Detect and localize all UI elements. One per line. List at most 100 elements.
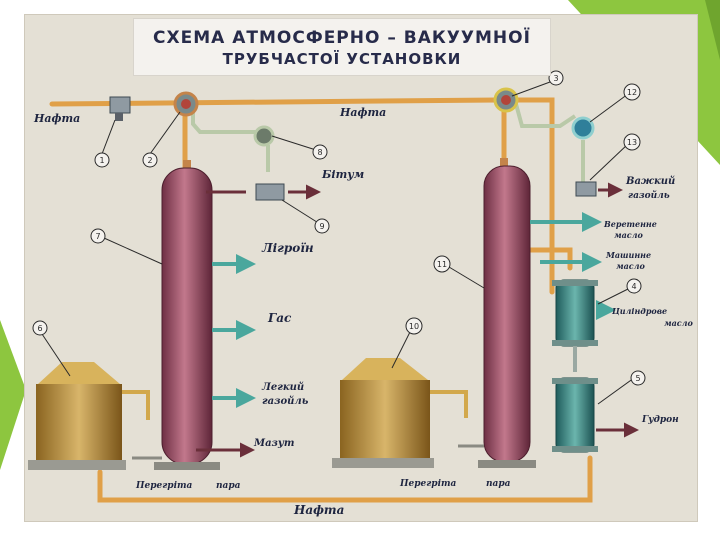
marker-1: 1	[99, 156, 104, 165]
label-mashyn-1: Машинне	[605, 250, 651, 260]
marker-5: 5	[635, 374, 640, 383]
column-11-nozzle	[500, 158, 508, 168]
marker-9-circle	[314, 218, 330, 234]
label-mazut: Мазут	[253, 438, 295, 449]
label-steam-2b: пара	[486, 479, 511, 489]
tank-6-outlet	[122, 390, 150, 420]
column-2-overhead-pipe	[513, 97, 555, 295]
leader-10	[391, 327, 413, 369]
label-cylind-1: Циліндрове	[611, 306, 667, 316]
label-veret-2: масло	[614, 230, 644, 240]
tank-6-base	[28, 460, 126, 470]
diagram-title-line-1: СХЕМА АТМОСФЕРНО – ВАКУУМНОЇ	[153, 28, 531, 48]
tank-6	[28, 362, 126, 470]
label-lihroin: Лігроїн	[261, 241, 314, 255]
label-nafta-in: Нафта	[33, 112, 80, 125]
number-markers: 1 2 3 4 5 6 7 8 9 10 11 12 13	[32, 70, 646, 386]
marker-9: 9	[319, 222, 324, 231]
marker-8: 8	[317, 148, 322, 157]
leader-6	[41, 333, 71, 377]
marker-6: 6	[37, 324, 42, 333]
marker-11: 11	[437, 260, 447, 269]
diagram-title-line-2: ТРУБЧАСТОЇ УСТАНОВКИ	[222, 50, 462, 68]
leader-lines	[41, 81, 635, 405]
leader-13	[589, 143, 629, 181]
marker-10-circle	[405, 317, 423, 335]
marker-3-circle	[548, 70, 564, 86]
column-7-nozzle	[183, 160, 191, 170]
tank-10-roof	[342, 358, 428, 380]
marker-7-circle	[90, 228, 106, 244]
marker-3: 3	[553, 74, 558, 83]
process-diagram: 1 2 3 4 5 6 7 8 9 10 11 12 13 Нафта Нафт…	[24, 14, 698, 522]
pump-1-stand	[115, 113, 123, 121]
leader-3	[511, 81, 551, 97]
vapor-line-3	[514, 103, 577, 128]
diagram-title-box: СХЕМА АТМОСФЕРНО – ВАКУУМНОЇ ТРУБЧАСТОЇ …	[133, 18, 551, 76]
column-7-base	[154, 462, 220, 470]
column-11-base	[478, 460, 536, 468]
tank-10	[332, 358, 434, 468]
label-nafta-bottom: Нафта	[293, 503, 344, 517]
tank-10-outlet	[430, 390, 468, 418]
marker-10: 10	[409, 322, 419, 331]
furnace-2-core	[181, 99, 191, 109]
leader-1	[101, 119, 116, 155]
heat-exchanger-5	[552, 377, 598, 453]
marker-7: 7	[95, 232, 100, 241]
left-green-shape	[0, 320, 26, 470]
label-nafta-top: Нафта	[339, 106, 386, 119]
product-arrows	[212, 212, 616, 408]
leader-9	[281, 199, 321, 225]
marker-4-circle	[626, 278, 642, 294]
marker-12-circle	[623, 83, 641, 101]
heat-exchanger-4-body	[555, 279, 595, 347]
condenser-12	[571, 116, 595, 140]
heat-exchanger-4	[552, 279, 598, 347]
marker-6-circle	[32, 320, 48, 336]
condenser-8	[253, 125, 275, 147]
label-lehkyi-1: Легкий	[261, 382, 304, 393]
heat-exchanger-5-body	[555, 377, 595, 453]
heat-exchanger-5-flange-top	[552, 378, 598, 384]
pump-1	[109, 96, 131, 114]
column-11-body	[483, 165, 531, 463]
label-veret-1: Веретенне	[603, 219, 657, 229]
marker-2-circle	[142, 152, 158, 168]
heat-exchanger-4-flange-bottom	[552, 340, 598, 346]
leader-8	[271, 135, 317, 151]
tank-6-body	[36, 384, 122, 460]
leader-11	[443, 263, 485, 289]
heat-exchanger-5-flange-bottom	[552, 446, 598, 452]
column-7-body	[161, 167, 213, 465]
label-bitum: Бітум	[321, 168, 364, 181]
marker-2: 2	[147, 156, 152, 165]
marker-1-circle	[94, 152, 110, 168]
label-vazhkyi-2: газойль	[628, 190, 670, 201]
marker-8-circle	[312, 144, 328, 160]
label-cylind-2: масло	[664, 318, 694, 328]
label-lehkyi-2: газойль	[262, 396, 309, 407]
heat-exchanger-4-flange-top	[552, 280, 598, 286]
leader-12	[589, 93, 629, 123]
marker-5-circle	[630, 370, 646, 386]
marker-12: 12	[627, 88, 637, 97]
label-steam-1b: пара	[216, 481, 241, 491]
tank-6-roof	[38, 362, 120, 384]
furnace-3-core	[501, 95, 511, 105]
label-steam-2a: Перегріта	[399, 479, 457, 489]
separator-13-valve	[575, 181, 597, 197]
label-steam-1a: Перегріта	[135, 481, 193, 491]
leader-5	[597, 377, 635, 405]
label-vazhkyi-1: Важкий	[625, 176, 675, 187]
column-11	[478, 158, 536, 468]
marker-11-circle	[433, 255, 451, 273]
marker-13: 13	[627, 138, 637, 147]
label-mashyn-2: масло	[616, 261, 646, 271]
bottom-feed-pipe	[97, 455, 593, 503]
column-7	[154, 160, 220, 470]
leader-4	[597, 287, 631, 305]
label-gas: Гас	[267, 311, 292, 325]
diagram-poster: 1 2 3 4 5 6 7 8 9 10 11 12 13 Нафта Нафт…	[24, 14, 698, 522]
marker-13-circle	[623, 133, 641, 151]
